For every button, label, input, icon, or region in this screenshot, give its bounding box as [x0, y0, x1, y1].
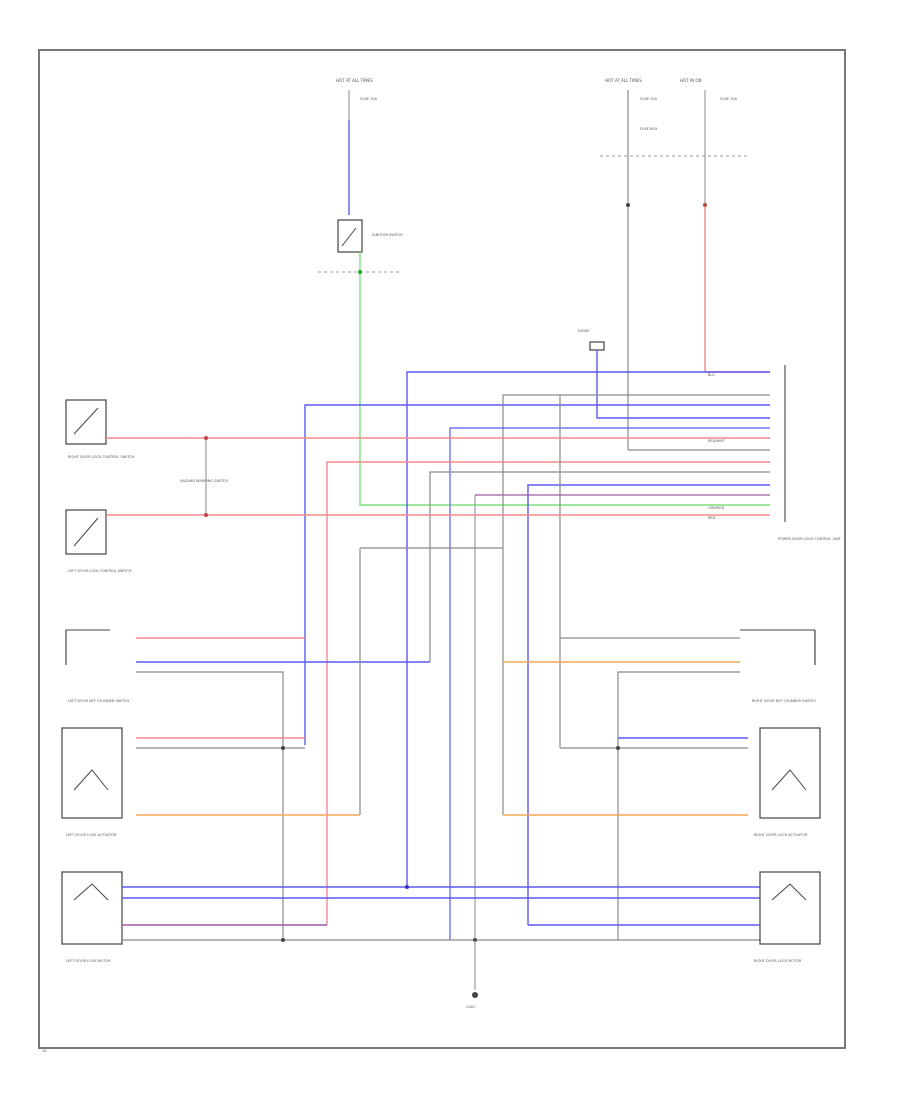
splice-dot [626, 203, 630, 207]
splice-dot [616, 746, 620, 750]
diagram-frame [38, 49, 846, 1049]
left-key-cylinder-label: LEFT DOOR KEY CYLINDER SWITCH [68, 699, 130, 703]
wire-label-blu: BLU [708, 373, 715, 377]
left-key-cylinder-ground-wire [136, 671, 284, 940]
ignition-signal-wire [359, 252, 770, 506]
fuse-box-label: FUSE BOX [640, 127, 658, 131]
left-lock-actuator-label: LEFT DOOR LOCK ACTUATOR [66, 833, 117, 837]
right-door-lock-motor [759, 871, 821, 945]
ignition-switch-label: IGNITION SWITCH [372, 233, 403, 237]
bus-wire-black-2 [429, 471, 770, 662]
ground-label: G401 [466, 1005, 475, 1009]
splice-dot [405, 885, 409, 889]
right-key-cylinder-ground-wire [617, 671, 740, 940]
right-door-lock-switch [65, 399, 107, 445]
right-key-cylinder-label: RIGHT DOOR KEY CYLINDER SWITCH [752, 699, 816, 703]
right-door-lock-motor-contact [771, 883, 807, 901]
hot-at-all-times-label-2: HOT AT ALL TIMES [605, 78, 642, 83]
splice-dot [204, 513, 208, 517]
left-door-lock-motor-contact [73, 883, 109, 901]
wire-label-red: RED [708, 516, 716, 520]
left-door-lock-motor [61, 871, 123, 945]
ground-symbol [472, 992, 478, 998]
left-door-lock-switch [65, 509, 107, 555]
right-door-lock-switch-label: RIGHT DOOR LOCK CONTROL SWITCH [68, 455, 135, 459]
left-door-lock-actuator [61, 727, 123, 819]
diode-label: DIODE [578, 329, 589, 333]
hazard-switch-label: HAZARD WARNING SWITCH [180, 479, 228, 483]
right-door-lock-actuator-contact [771, 769, 807, 791]
bus-wire-blue-2 [304, 404, 770, 745]
bus-wire-blue-4 [527, 484, 770, 925]
wire-label-grn-red: GRN/RED [708, 506, 725, 510]
splice-dot [703, 203, 707, 207]
wire-label-red-wht: RED/WHT [708, 439, 726, 443]
splice-dot [281, 938, 285, 942]
splice-dot [204, 436, 208, 440]
splice-dot [358, 270, 362, 274]
left-door-lock-switch-contact [73, 517, 99, 547]
fuse-top-label: FUSE 10A [360, 97, 378, 101]
fuse-right-2-label: FUSE 10A [720, 97, 738, 101]
right-door-lock-actuator [759, 727, 821, 819]
bus-wire-black-1 [502, 394, 770, 815]
bus-wire-blue-3 [449, 427, 770, 940]
footer-label: 19 [42, 1049, 46, 1053]
ignition-switch [337, 219, 363, 253]
hot-at-all-times-label-1: HOT AT ALL TIMES [336, 78, 373, 83]
splice-dot [281, 746, 285, 750]
right-lock-motor-label: RIGHT DOOR LOCK MOTOR [754, 959, 802, 963]
control-unit-label: POWER DOOR LOCK CONTROL UNIT [778, 537, 842, 541]
ignition-switch-contact [341, 227, 357, 247]
left-door-lock-switch-label: LEFT DOOR LOCK CONTROL SWITCH [68, 569, 132, 573]
diode-output-wire [596, 350, 770, 419]
bus-wire-red-1 [326, 461, 770, 925]
left-door-lock-actuator-contact [73, 769, 109, 791]
fuse-right-1-label: FUSE 20A [640, 97, 658, 101]
bus-wire-blue-1 [406, 371, 770, 887]
right-lock-actuator-label: RIGHT DOOR LOCK ACTUATOR [754, 833, 808, 837]
left-lock-motor-label: LEFT DOOR LOCK MOTOR [66, 959, 111, 963]
right-door-lock-switch-contact [73, 407, 99, 435]
hot-in-on-label: HOT IN ON [680, 78, 701, 83]
diode [589, 341, 605, 351]
